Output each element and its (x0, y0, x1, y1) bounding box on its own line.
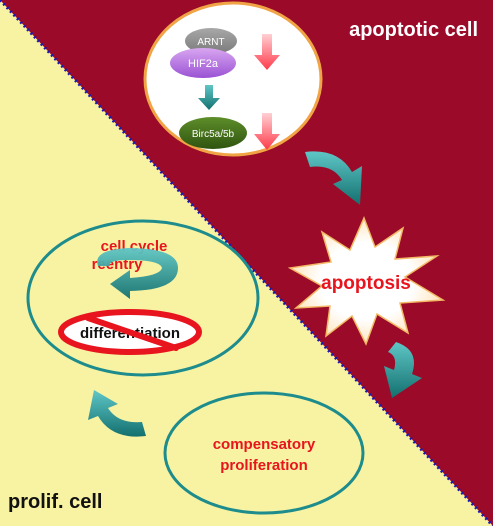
hif2a-decrease-arrow (254, 34, 280, 70)
compensatory-label-line1: compensatory (213, 436, 316, 453)
arnt-label: ARNT (197, 37, 224, 48)
compensatory-label-line2: proliferation (220, 457, 308, 474)
cell-cycle-arrow (97, 248, 178, 299)
compensatory-ellipse (163, 391, 365, 515)
birc-label: Birc5a/5b (192, 129, 235, 140)
apoptotic-cell-label: apoptotic cell (349, 19, 478, 41)
birc-node: Birc5a/5b (179, 117, 247, 149)
apoptosis-label: apoptosis (321, 273, 411, 294)
curved-arrow-to-compensatory (384, 342, 422, 398)
differentiation-blocked-sign: differentiation (58, 309, 202, 355)
hif2a-node: HIF2a (170, 48, 236, 78)
hif2a-label: HIF2a (188, 58, 219, 70)
arnt-node: ARNT (185, 28, 237, 54)
cell-cycle-ellipse (26, 219, 260, 377)
activation-arrow (198, 85, 220, 110)
apoptosis-starburst (287, 216, 446, 346)
birc-decrease-arrow (254, 113, 280, 150)
prohibition-slash (85, 315, 179, 351)
curved-arrow-to-cell-cycle (88, 390, 146, 437)
curved-arrow-to-apoptosis (305, 151, 362, 205)
prolif-cell-label: prolif. cell (8, 491, 102, 513)
